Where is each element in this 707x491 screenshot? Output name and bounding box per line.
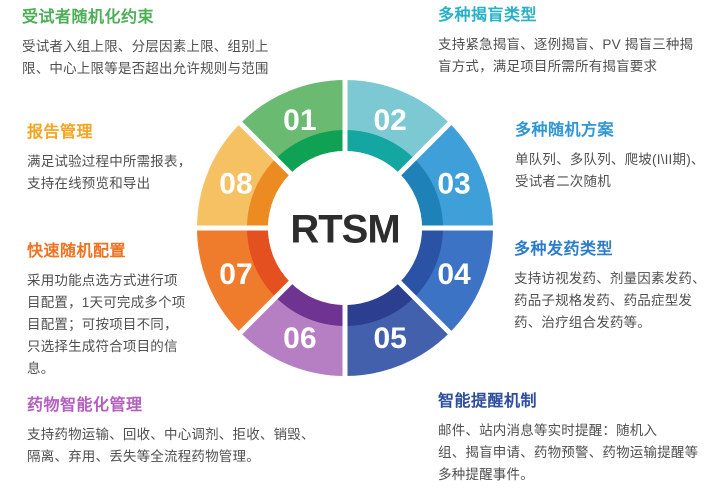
feature-block-subject-randomization-constraints: 受试者随机化约束 受试者入组上限、分层因素上限、组别上 限、中心上限等是否超出允… — [22, 8, 280, 80]
feature-body: 支持访视发药、剂量因素发药、 药品子规格发药、药品症型发 药、治疗组合发药等。 — [514, 271, 706, 330]
wheel-segment-divider — [235, 118, 296, 179]
feature-body: 单队列、多队列、爬坡(I\II期)、 受试者二次随机 — [515, 152, 705, 189]
feature-block-fast-randomization-config: 快速随机配置 采用功能点选方式进行项 目配置，1天可完成多个项 目配置；可按项目… — [27, 242, 197, 380]
wheel-segment-outer-04 — [412, 228, 493, 333]
wheel-segment-inner-04 — [399, 228, 443, 298]
feature-body: 支持紧急揭盲、逐例揭盲、PV 揭盲三种揭 盲方式，满足项目所需所有揭盲要求 — [438, 37, 694, 74]
feature-block-drug-intelligent-management: 药物智能化管理 支持药物运输、回收、中心调剂、拒收、销毁、 隔离、弃用、丢失等全… — [27, 396, 337, 468]
wheel-segment-outer-08 — [197, 123, 278, 228]
feature-body: 满足试验过程中所需报表， 支持在线预览和导出 — [27, 154, 192, 191]
feature-title: 多种揭盲类型 — [438, 7, 538, 24]
wheel-segment-divider — [235, 277, 296, 338]
segment-number-07: 07 — [219, 258, 252, 291]
wheel-segment-inner-03 — [399, 158, 443, 228]
wheel-segment-outer-05 — [345, 295, 450, 376]
wheel-segment-inner-07 — [247, 228, 291, 298]
wheel-segment-outer-02 — [345, 80, 450, 161]
segment-number-04: 04 — [437, 258, 471, 291]
feature-title: 快速随机配置 — [27, 243, 127, 260]
wheel-segment-inner-02 — [345, 130, 415, 174]
segment-number-03: 03 — [437, 168, 470, 201]
segment-number-02: 02 — [373, 104, 406, 137]
feature-title: 多种随机方案 — [515, 122, 615, 139]
feature-block-smart-reminders: 智能提醒机制 邮件、站内消息等实时提醒：随机入 组、揭盲申请、药物预警、药物运输… — [438, 392, 706, 486]
feature-title: 受试者随机化约束 — [22, 9, 155, 26]
feature-title: 药物智能化管理 — [27, 397, 143, 414]
feature-body: 采用功能点选方式进行项 目配置，1天可完成多个项 目配置；可按项目不同， 只选择… — [27, 273, 186, 376]
rtsm-center-label: RTSM — [290, 207, 399, 251]
feature-block-report-management: 报告管理 满足试验过程中所需报表， 支持在线预览和导出 — [27, 123, 227, 195]
feature-body: 受试者入组上限、分层因素上限、组别上 限、中心上限等是否超出允许规则与范围 — [22, 39, 269, 76]
wheel-segment-outer-06 — [240, 295, 345, 376]
feature-title: 智能提醒机制 — [438, 393, 538, 410]
wheel-segment-divider — [394, 277, 455, 338]
segment-number-01: 01 — [283, 104, 316, 137]
feature-block-dispensing-types: 多种发药类型 支持访视发药、剂量因素发药、 药品子规格发药、药品症型发 药、治疗… — [514, 240, 707, 334]
feature-body: 支持药物运输、回收、中心调剂、拒收、销毁、 隔离、弃用、丢失等全流程药物管理。 — [27, 427, 315, 464]
feature-block-randomization-schemes: 多种随机方案 单队列、多队列、爬坡(I\II期)、 受试者二次随机 — [515, 121, 707, 193]
segment-number-06: 06 — [283, 322, 316, 355]
wheel-segment-inner-06 — [275, 282, 345, 326]
feature-block-unblinding-types: 多种揭盲类型 支持紧急揭盲、逐例揭盲、PV 揭盲三种揭 盲方式，满足项目所需所有… — [438, 6, 706, 78]
feature-body: 邮件、站内消息等实时提醒：随机入 组、揭盲申请、药物预警、药物运输提醒等 多种提… — [438, 423, 699, 482]
feature-title: 报告管理 — [27, 124, 94, 141]
wheel-segment-outer-07 — [197, 228, 278, 333]
wheel-segment-divider — [394, 118, 455, 179]
segment-number-05: 05 — [373, 322, 406, 355]
wheel-segment-outer-03 — [412, 123, 493, 228]
segment-number-08: 08 — [219, 168, 252, 201]
wheel-segment-inner-05 — [345, 282, 415, 326]
wheel-center-circle — [268, 151, 422, 305]
wheel-segment-inner-01 — [275, 130, 345, 174]
wheel-segment-outer-01 — [240, 80, 345, 161]
feature-title: 多种发药类型 — [514, 241, 614, 258]
wheel-segment-inner-08 — [247, 158, 291, 228]
